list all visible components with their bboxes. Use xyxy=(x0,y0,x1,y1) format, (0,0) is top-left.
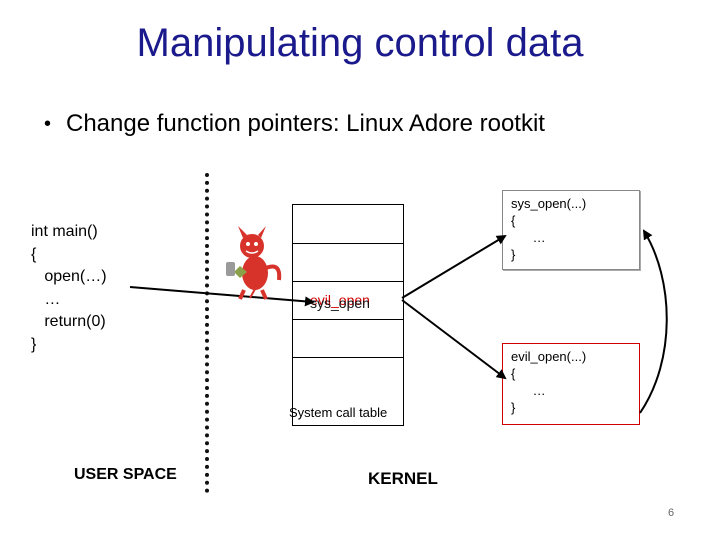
user-code-line: return(0) xyxy=(31,313,106,330)
syscall-table-label: System call table xyxy=(289,405,388,420)
sys-open-line: { xyxy=(511,213,516,228)
sys-open-line: … xyxy=(511,230,546,245)
sys-open-line: } xyxy=(511,247,516,262)
evil-open-arrow xyxy=(401,299,507,380)
user-space-label: USER SPACE xyxy=(74,466,177,483)
evil-open-line: … xyxy=(511,383,546,398)
call-arrow xyxy=(129,286,315,307)
bullet-point: • Change function pointers: Linux Adore … xyxy=(44,108,545,140)
syscall-table xyxy=(292,204,404,426)
sys-open-arrow xyxy=(401,234,507,299)
evil-open-line: } xyxy=(511,400,516,415)
user-code-line: } xyxy=(31,335,37,353)
user-code-line: open(…) xyxy=(31,268,107,285)
slide-title: Manipulating control data xyxy=(136,21,584,65)
table-row-divider xyxy=(293,243,403,244)
user-code-line: int main() xyxy=(31,223,98,240)
page-number: 6 xyxy=(668,507,675,519)
table-row-divider xyxy=(293,281,403,282)
devil-mascot-icon xyxy=(226,226,282,300)
evil-open-line: evil_open(...) xyxy=(511,349,587,364)
table-row-divider xyxy=(293,357,403,358)
user-code-line: … xyxy=(31,290,61,308)
user-kernel-divider xyxy=(205,173,209,493)
evil-open-box: evil_open(...) { …} xyxy=(502,343,640,425)
sys-open-code: sys_open(...) { …} xyxy=(503,191,639,263)
bullet-icon: • xyxy=(44,113,52,135)
redirect-curve-arrow xyxy=(639,229,668,414)
table-row-divider xyxy=(293,319,403,320)
syscall-table-entry: evil_open sys_open xyxy=(310,292,390,316)
evil-open-entry: evil_open xyxy=(310,292,370,308)
sys-open-entry: sys_open xyxy=(310,295,370,311)
sys-open-line: sys_open(...) xyxy=(511,196,587,211)
kernel-label: KERNEL xyxy=(368,469,438,488)
user-code-line: { xyxy=(31,245,37,263)
evil-open-line: { xyxy=(511,366,516,381)
bullet-text: Change function pointers: Linux Adore ro… xyxy=(66,110,545,137)
sys-open-box: sys_open(...) { …} xyxy=(502,190,640,270)
evil-open-code: evil_open(...) { …} xyxy=(503,344,639,416)
user-code-block: int main() { open(…) … return(0)} xyxy=(31,221,107,356)
